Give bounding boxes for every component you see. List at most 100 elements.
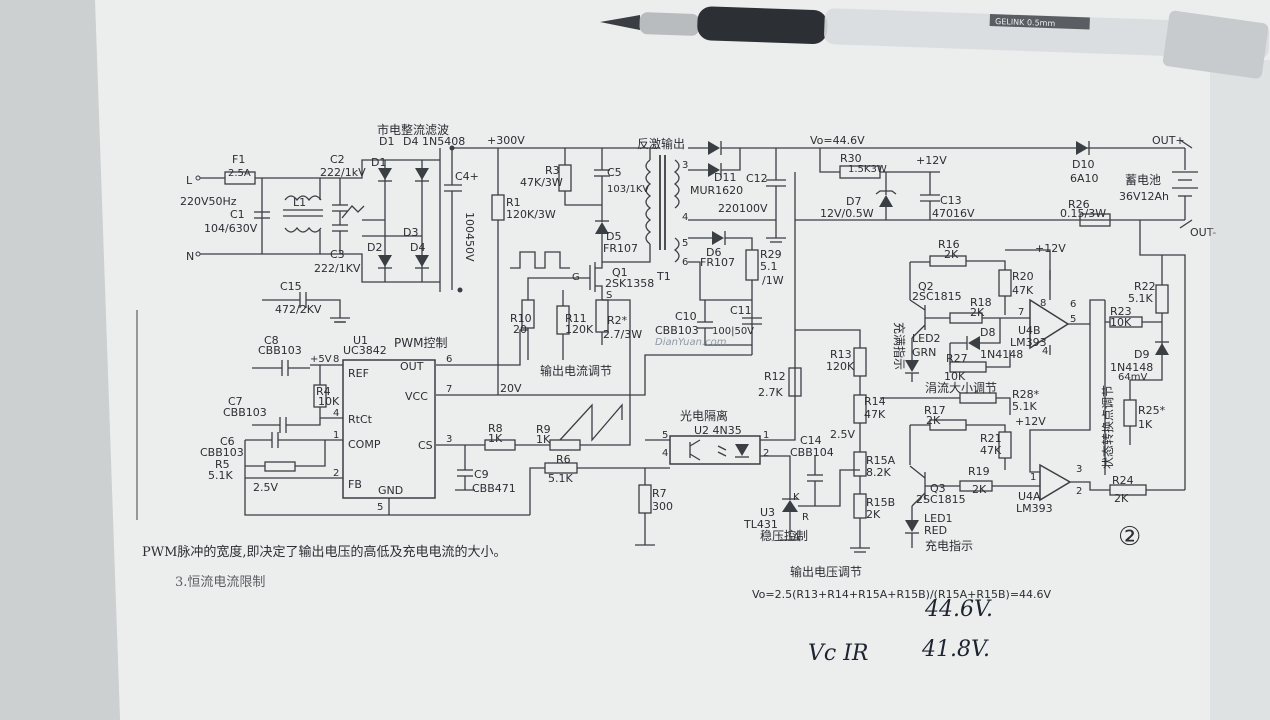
label-20v: 20V [500,382,522,395]
label-2v5-a: 2.5V [253,481,278,494]
pin-vcc: VCC [405,390,428,403]
label-c4: C4+ [455,170,479,183]
label-state-adj: 状态转换点调节 [1100,385,1115,469]
label-c9: C9 [474,468,489,481]
pen-barrel-text: GELINK 0.5mm [995,17,1056,28]
label-r11-val: 120K [565,323,594,336]
t1-pin-3: 3 [682,160,688,171]
label-r6: R6 [556,453,571,466]
label-c15: C15 [280,280,302,293]
label-r22-val: 5.1K [1128,292,1153,305]
label-c10: C10 [675,310,697,323]
label-c7: C7 [228,395,243,408]
label-r19-val: 2K [972,483,987,496]
q1-pin-g: G [572,272,580,283]
label-r14-val: 47K [864,408,886,421]
label-12v-b: +12V [1035,242,1066,255]
label-d1-top: D1 [379,135,394,148]
label-r16: R16 [938,238,960,251]
label-c10-val: CBB103 [655,324,699,337]
label-r9-val: 1K [536,433,551,446]
label-flyback-out: 反激输出 [637,136,685,151]
label-c6: C6 [220,435,235,448]
label-r13-val: 120K [826,360,855,373]
label-rect-filter: 市电整流滤波 [377,122,449,137]
u4b-pin-4: 4 [1042,346,1048,357]
label-d10: D10 [1072,158,1094,171]
label-d2: D2 [367,241,382,254]
handwriting-3: Vc IR [808,641,868,666]
u4b-comparator [1029,298,1070,350]
label-u2: U2 4N35 [694,424,742,437]
formula: Vo=2.5(R13+R14+R15A+R15B)/(R15A+R15B)=44… [752,588,1052,601]
label-r1: R1 [506,196,521,209]
label-line-l: L [186,174,193,187]
label-f1-val: 2.5A [228,168,251,179]
label-d8-val: 1N4148 [980,348,1023,361]
pin-6: 6 [446,354,452,365]
label-c13: C13 [940,194,962,207]
label-l1: L1 [293,196,306,209]
label-c8: C8 [264,334,279,347]
label-r16-val: 2K [944,248,959,261]
label-r24-val: 2K [1114,492,1129,505]
label-r7-val: 300 [652,500,673,513]
label-r18-val: 2K [970,306,985,319]
label-r20-val: 47K [1012,284,1034,297]
pen: GELINK 0.5mm [600,6,1270,79]
label-d4: D4 [410,241,425,254]
label-c2-val: 222/1kV [320,166,366,179]
label-d6-val: FR107 [700,256,735,269]
u4a-pin-3: 3 [1076,464,1082,475]
label-5v: +5V [310,354,332,365]
u4a-pin-1: 1 [1030,472,1036,483]
label-d3: D3 [403,226,418,239]
label-c2: C2 [330,153,345,166]
label-c12: C12 [746,172,768,185]
label-r11: R11 [565,312,587,325]
label-r26-val: 0.15/3W [1060,207,1106,220]
label-r15a: R15A [866,454,896,467]
label-r13: R13 [830,348,852,361]
opto-pin-5: 5 [662,430,668,441]
label-r28: R28* [1012,388,1040,401]
pin-fb: FB [348,478,362,491]
pin-7: 7 [446,384,452,395]
label-r17-val: 2K [926,414,941,427]
label-c14: C14 [800,434,822,447]
label-t1: T1 [656,270,671,283]
label-300v: +300V [487,134,525,147]
label-r3-val: 47K/3W [520,176,563,189]
label-d5-val: FR107 [603,242,638,255]
pin-8: 8 [333,354,339,365]
label-line-n: N [186,250,194,263]
label-r29-val: 5.1 [760,260,778,273]
u4b-pin-8: 8 [1040,298,1046,309]
paper-shadow [1210,60,1270,720]
label-r1-val: 120K/3W [506,208,556,221]
label-r30: R30 [840,152,862,165]
label-r8: R8 [488,422,503,435]
label-battery: 蓄电池 [1125,173,1161,187]
schematic-labels: 市电整流滤波 反激输出 PWM控制 光电隔离 稳压控制 输出电流调节 涓流大小调… [142,122,1216,666]
label-r15b: R15B [866,496,895,509]
pin-cs: CS [418,439,433,452]
label-c3: C3 [330,248,345,261]
handwriting-2: 41.8V. [921,637,990,662]
paper-sheet [95,0,1270,720]
label-battery-spec: 36V12Ah [1119,190,1169,203]
label-d11-val: MUR1620 [690,184,743,197]
label-r15b-val: 2K [866,508,881,521]
label-u1-val: UC3842 [343,344,387,357]
label-64mv: 64mV [1118,372,1147,383]
label-c3-val: 222/1KV [314,262,361,275]
label-12v-c: +12V [1015,415,1046,428]
label-cur-adj: 输出电流调节 [540,363,612,378]
pin-ref: REF [348,367,369,380]
label-d9-val: 1N4148 [1110,361,1153,374]
opto-pin-1: 1 [763,430,769,441]
label-c9-val: CBB471 [472,482,516,495]
label-r25: R25* [1138,404,1166,417]
tl431-pin-k: K [793,492,800,503]
label-u4b: U4B [1018,324,1041,337]
